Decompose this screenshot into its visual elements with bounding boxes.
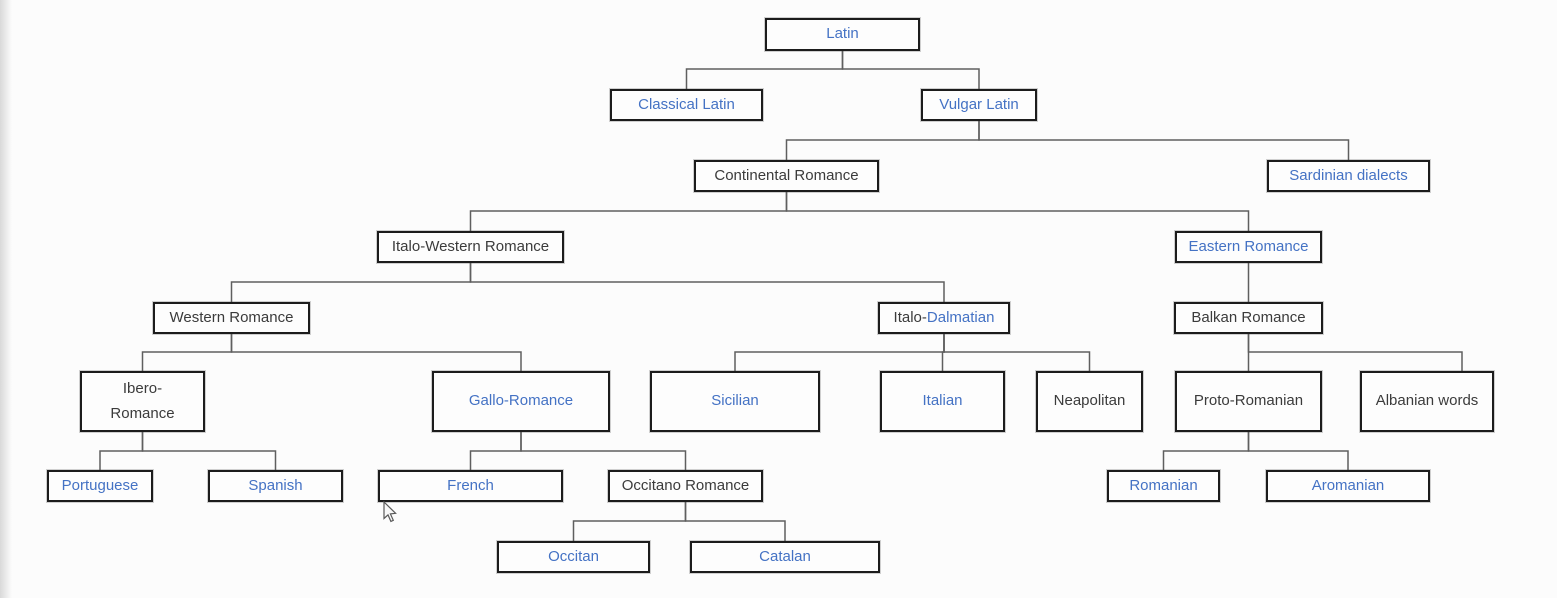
edge-western-romance-gallo-romance xyxy=(230,334,522,371)
node-occitan-label: Occitan xyxy=(548,547,599,565)
edge-continental-romance-eastern-romance xyxy=(785,192,1250,231)
node-western-romance-label: Western Romance xyxy=(169,308,294,326)
node-catalan: Catalan xyxy=(690,541,880,573)
node-portuguese: Portuguese xyxy=(47,470,153,502)
node-classical-latin-label: Classical Latin xyxy=(638,95,735,113)
node-balkan-romance-label: Balkan Romance xyxy=(1191,308,1306,326)
node-italo-dalmatian-label-suffix: Dalmatian xyxy=(926,308,995,326)
node-continental-romance: Continental Romance xyxy=(694,160,879,192)
mouse-cursor xyxy=(383,501,397,523)
node-italo-dalmatian-label: Italo-Dalmatian xyxy=(894,306,995,331)
node-continental-romance-label: Continental Romance xyxy=(714,166,859,184)
node-spanish: Spanish xyxy=(208,470,343,502)
node-gallo-romance-label: Gallo-Romance xyxy=(468,392,574,410)
edge-ibero-romance-spanish xyxy=(141,432,277,470)
node-latin-label: Latin xyxy=(826,25,859,43)
node-classical-latin: Classical Latin xyxy=(610,89,763,121)
edge-italo-western-romance-western-romance xyxy=(230,263,472,302)
edge-continental-romance-italo-western-romance xyxy=(469,192,788,231)
node-catalan-label: Catalan xyxy=(759,547,811,565)
node-neapolitan: Neapolitan xyxy=(1036,371,1143,432)
node-proto-romanian: Proto-Romanian xyxy=(1175,371,1322,432)
node-portuguese-label: Portuguese xyxy=(61,476,139,494)
node-latin: Latin xyxy=(765,18,920,51)
node-italo-western-romance: Italo-Western Romance xyxy=(377,231,564,263)
node-french: French xyxy=(378,470,563,502)
node-proto-romanian-label: Proto-Romanian xyxy=(1193,392,1304,410)
edge-occitano-romance-occitan xyxy=(572,502,687,541)
node-sardinian-dialects-label: Sardinian dialects xyxy=(1289,166,1408,184)
edge-italo-dalmatian-neapolitan xyxy=(943,334,1091,371)
node-italo-dalmatian-label-prefix: Italo- xyxy=(893,308,927,326)
node-vulgar-latin-label: Vulgar Latin xyxy=(939,95,1019,113)
node-italo-dalmatian: Italo-Dalmatian xyxy=(878,302,1010,334)
node-sicilian-label: Sicilian xyxy=(711,392,759,410)
node-neapolitan-label: Neapolitan xyxy=(1053,392,1126,410)
node-albanian-words: Albanian words xyxy=(1360,371,1494,432)
node-romanian: Romanian xyxy=(1107,470,1220,502)
node-occitan: Occitan xyxy=(497,541,650,573)
edge-ibero-romance-portuguese xyxy=(99,432,144,470)
edge-vulgar-latin-sardinian-dialects xyxy=(978,121,1350,160)
edge-italo-dalmatian-sicilian xyxy=(734,334,945,371)
edge-latin-vulgar-latin xyxy=(841,51,980,89)
node-italian: Italian xyxy=(880,371,1005,432)
edge-proto-romanian-aromanian xyxy=(1247,432,1349,470)
edge-balkan-romance-albanian-words xyxy=(1247,334,1463,371)
edge-vulgar-latin-continental-romance xyxy=(785,121,980,160)
node-ibero-romance-label: Ibero- Romance xyxy=(110,379,175,422)
node-eastern-romance: Eastern Romance xyxy=(1175,231,1322,263)
node-aromanian: Aromanian xyxy=(1266,470,1430,502)
node-vulgar-latin: Vulgar Latin xyxy=(921,89,1037,121)
node-eastern-romance-label: Eastern Romance xyxy=(1188,237,1309,255)
edge-gallo-romance-french xyxy=(469,432,522,470)
node-aromanian-label: Aromanian xyxy=(1311,476,1385,494)
edge-gallo-romance-occitano-romance xyxy=(520,432,687,470)
edge-latin-classical-latin xyxy=(685,51,844,89)
node-romanian-label: Romanian xyxy=(1129,476,1198,494)
edge-western-romance-ibero-romance xyxy=(141,334,233,371)
node-spanish-label: Spanish xyxy=(248,476,303,494)
node-gallo-romance: Gallo-Romance xyxy=(432,371,610,432)
node-french-label: French xyxy=(447,476,494,494)
edge-italo-western-romance-italo-dalmatian xyxy=(469,263,945,302)
node-occitano-romance-label: Occitano Romance xyxy=(621,476,750,494)
node-occitano-romance: Occitano Romance xyxy=(608,470,763,502)
node-ibero-romance: Ibero- Romance xyxy=(80,371,205,432)
node-sicilian: Sicilian xyxy=(650,371,820,432)
node-western-romance: Western Romance xyxy=(153,302,310,334)
node-italo-western-romance-label: Italo-Western Romance xyxy=(391,237,550,255)
node-sardinian-dialects: Sardinian dialects xyxy=(1267,160,1430,192)
node-balkan-romance: Balkan Romance xyxy=(1174,302,1323,334)
node-albanian-words-label: Albanian words xyxy=(1375,392,1479,410)
edge-proto-romanian-romanian xyxy=(1162,432,1250,470)
node-italian-label: Italian xyxy=(922,392,963,410)
edge-occitano-romance-catalan xyxy=(684,502,786,541)
